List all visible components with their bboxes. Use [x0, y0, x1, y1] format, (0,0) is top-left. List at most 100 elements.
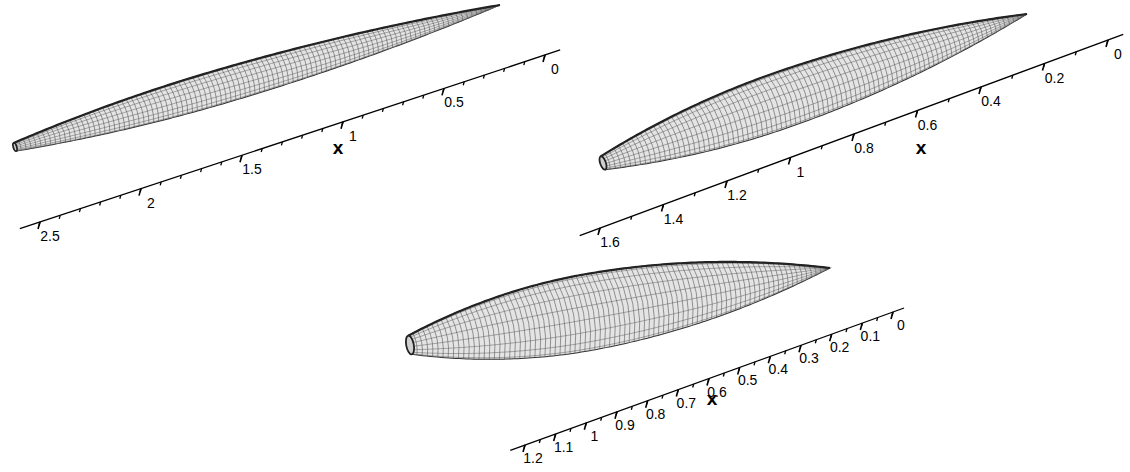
mesh-line	[410, 268, 833, 364]
mesh-ring	[432, 323, 441, 357]
tick-label: 1.6	[600, 235, 619, 249]
body-base	[405, 335, 416, 355]
minor-tick	[846, 329, 847, 333]
tick-label: 1	[797, 165, 805, 179]
axis-line	[510, 308, 904, 450]
tick-label: 1	[590, 429, 598, 443]
mesh-ring	[246, 61, 258, 94]
mesh-line	[603, 14, 1036, 188]
mesh-ring	[255, 59, 267, 92]
mesh-ring	[606, 270, 625, 345]
mesh-ring	[155, 89, 166, 120]
mesh-ring	[942, 27, 954, 57]
mesh-ring	[547, 281, 566, 355]
mesh-line	[603, 14, 1034, 183]
mesh-ring	[493, 297, 509, 359]
tick-label: 0.2	[830, 340, 849, 354]
mesh-ring	[60, 123, 67, 142]
minor-tick	[100, 202, 101, 206]
mesh-ring	[752, 262, 762, 301]
mesh-ring	[799, 265, 803, 282]
mesh-ring	[446, 15, 450, 26]
mesh-ring	[441, 16, 445, 28]
mesh-ring	[391, 26, 398, 46]
body-surface	[403, 231, 837, 383]
mesh-ring	[801, 63, 823, 116]
major-tick	[341, 122, 343, 129]
body-base	[598, 155, 608, 170]
minor-tick	[79, 209, 80, 213]
body-edge	[10, 0, 500, 147]
mesh-ring	[436, 17, 441, 30]
major-tick	[1106, 40, 1108, 47]
mesh-ring	[671, 116, 688, 157]
mesh-ring	[645, 130, 658, 162]
tick-label: 0	[897, 318, 905, 332]
major-tick	[598, 228, 600, 235]
mesh-ring	[596, 271, 615, 346]
mesh-ring	[962, 23, 972, 47]
mesh-ring	[922, 31, 936, 66]
mesh-ring	[136, 95, 147, 125]
mesh-ring	[198, 75, 210, 108]
mesh-ring	[416, 20, 422, 37]
mesh-line	[603, 14, 1032, 176]
minor-tick	[785, 351, 786, 355]
minor-tick	[524, 62, 525, 66]
mesh-ring	[932, 29, 945, 61]
mesh-ring	[377, 29, 385, 51]
minor-tick	[322, 128, 323, 132]
mesh-ring	[759, 77, 781, 131]
tick-label: 0	[1114, 47, 1122, 61]
mesh-ring	[571, 276, 590, 352]
minor-tick	[693, 384, 694, 388]
mesh-ring	[401, 23, 408, 42]
mesh-ring	[763, 76, 785, 130]
mesh-line	[11, 0, 500, 147]
mesh-ring	[742, 261, 753, 304]
minor-tick	[281, 142, 282, 146]
mesh-ring	[796, 64, 818, 118]
mesh-ring	[308, 45, 319, 75]
mesh-ring	[418, 330, 424, 355]
mesh-ring	[777, 71, 800, 125]
mesh-ring	[74, 118, 82, 139]
mesh-ring	[513, 291, 530, 358]
mesh-ring	[131, 97, 141, 126]
mesh-ring	[318, 42, 328, 71]
mesh-ring	[465, 308, 478, 359]
mesh-ring	[773, 72, 796, 126]
mesh-ring	[236, 64, 248, 97]
minor-tick	[694, 193, 695, 197]
tick-label: 2.5	[40, 229, 59, 243]
mesh-line	[15, 5, 501, 150]
minor-tick	[570, 428, 571, 432]
mesh-ring	[581, 274, 600, 350]
mesh-ring	[676, 263, 692, 327]
mesh-ring	[51, 127, 57, 144]
mesh-ring	[207, 72, 219, 105]
minor-tick	[662, 395, 663, 399]
mesh-ring	[809, 266, 812, 278]
minor-tick	[201, 169, 202, 173]
mesh-line	[598, 1, 1027, 163]
mesh-ring	[70, 120, 77, 140]
mesh-ring	[352, 34, 361, 59]
major-tick	[852, 134, 854, 141]
mesh-ring	[611, 269, 630, 344]
mesh-ring	[804, 265, 808, 280]
mesh-ring	[640, 132, 653, 163]
mesh-ring	[641, 266, 659, 337]
tick-label: 2	[147, 196, 155, 210]
mesh-ring	[241, 63, 253, 96]
mesh-ring	[450, 315, 461, 359]
minor-tick	[758, 169, 759, 173]
mesh-ring	[32, 135, 37, 148]
mesh-ring	[601, 271, 620, 346]
minor-tick	[382, 108, 383, 112]
mesh-ring	[997, 18, 1002, 30]
mesh-ring	[226, 67, 238, 100]
major-tick	[891, 312, 893, 319]
mesh-ring	[460, 12, 463, 20]
mesh-ring	[474, 305, 488, 360]
